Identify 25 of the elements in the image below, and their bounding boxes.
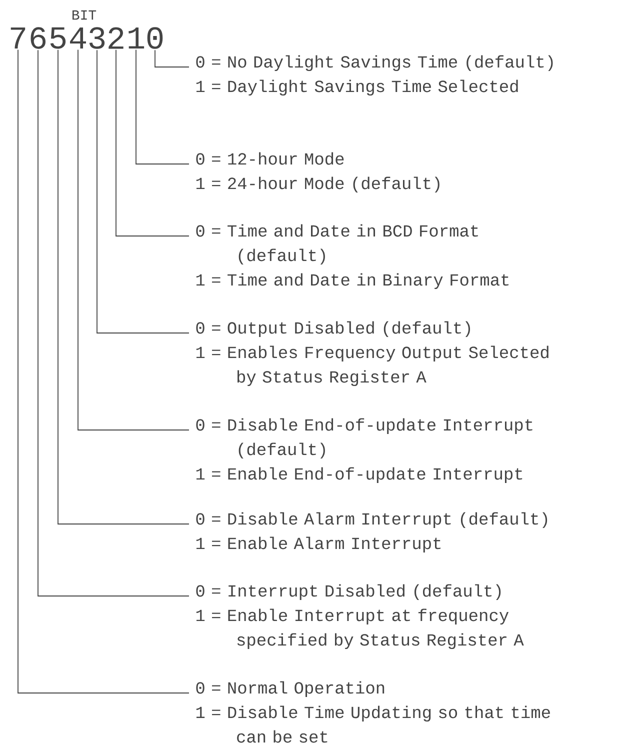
bit-description: 0 = Normal Operation 1 = Disable Time Updating so that time can be set bbox=[196, 681, 550, 743]
leader-line bbox=[78, 49, 190, 430]
bit-number: 7 bbox=[10, 27, 26, 49]
bit-description: 0 = Disable Alarm Interrupt (default) 1 = Enable Alarm Interrupt bbox=[196, 512, 548, 553]
bit-description: 0 = Disable End-of-update Interrupt (default) 1 = Enable End-of-update Interrupt bbox=[196, 418, 532, 484]
bit-number: 1 bbox=[128, 27, 144, 49]
leader-line bbox=[18, 49, 190, 694]
leader-line bbox=[96, 50, 190, 334]
bit-description: 0 = Output Disabled (default) 1 = Enables Frequency Output Selected by Status Register A bbox=[196, 321, 548, 386]
bit-description: 0 = No Daylight Savings Time (default) 1 = Daylight Savings Time Selected bbox=[196, 55, 553, 96]
bit-description: 0 = Interrupt Disabled (default) 1 = Enable Interrupt at frequency specified by Status Register A bbox=[196, 584, 524, 650]
bit-description: 0 = Time and Date in BCD Format (default) 1 = Time and Date in Binary Format bbox=[196, 224, 508, 290]
leader-line bbox=[154, 50, 190, 68]
bit-number: 6 bbox=[30, 27, 46, 49]
leader-line bbox=[38, 50, 190, 596]
bit-number: 4 bbox=[70, 27, 86, 49]
bit-heading: BIT bbox=[72, 10, 96, 20]
bit-number: 3 bbox=[89, 27, 105, 49]
leader-line bbox=[58, 49, 190, 524]
leader-line bbox=[116, 49, 190, 236]
bit-number: 0 bbox=[147, 27, 163, 49]
bit-number: 2 bbox=[108, 27, 124, 49]
leader-line bbox=[136, 49, 190, 164]
bit-description: 0 = 12-hour Mode 1 = 24-hour Mode (default) bbox=[196, 152, 440, 193]
bit-number: 5 bbox=[50, 27, 66, 49]
